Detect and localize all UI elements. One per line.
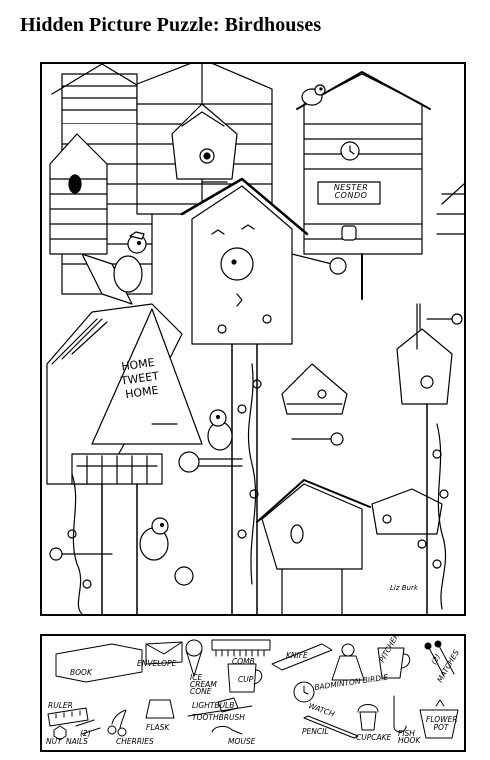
birdhouse-nester-condo	[296, 71, 431, 300]
label-envelope: ENVELOPE	[137, 659, 177, 668]
perches	[49, 313, 463, 586]
label-ruler: RULER	[48, 701, 73, 710]
label-knife: KNIFE	[286, 651, 308, 660]
bird-upper-left	[81, 231, 147, 305]
birdhouse-center-main	[180, 177, 347, 614]
sign-nester-condo: NESTER CONDO	[326, 184, 376, 200]
matches-icon	[427, 643, 455, 677]
cup-icon	[227, 663, 263, 693]
flask-icon	[145, 699, 175, 719]
label-lightbulb: LIGHTBULB	[192, 701, 235, 710]
hidden-items-key: BOOK ENVELOPE ICE CREAM CONE COMB KNIFE …	[40, 634, 466, 752]
label-book: BOOK	[70, 668, 92, 677]
label-flask: FLASK	[146, 723, 170, 732]
sign-nester-line1: NESTER	[333, 183, 369, 192]
label-matches: (2)	[429, 652, 442, 670]
birdhouse-edge-right	[436, 183, 464, 235]
label-ice-cream-cone-3: CONE	[190, 687, 212, 696]
label-nut: NUT	[46, 737, 62, 746]
label-fish-hook: FISH HOOK	[398, 729, 421, 745]
cherries-icon	[111, 709, 127, 729]
sign-nester-line2: CONDO	[334, 191, 368, 200]
birdhouse-small-top	[171, 103, 238, 183]
label-pencil: PENCIL	[302, 727, 329, 736]
badminton-birdie-icon	[331, 655, 365, 681]
birdhouse-home-tweet-home	[46, 303, 203, 614]
bird-top-right	[301, 84, 326, 106]
fish-hook-icon	[393, 695, 407, 733]
label-cup: CUP	[238, 675, 254, 684]
label-cupcake: CUPCAKE	[356, 733, 392, 742]
bird-center	[207, 409, 233, 451]
envelope-icon	[145, 641, 183, 665]
flowers-and-vines	[67, 314, 449, 614]
birdhouse-bottom-middle	[256, 479, 371, 614]
label-nut-count: (2)	[80, 729, 91, 738]
birdhouse-right-bottom	[371, 403, 443, 614]
label-ice-cream-cone-1: ICE	[190, 673, 203, 682]
label-flower-pot-2: POT	[433, 723, 449, 732]
label-flower-pot: FLOWER POT	[426, 715, 458, 732]
label-ice-cream-cone: ICE CREAM CONE	[190, 673, 217, 696]
label-comb: COMB	[232, 657, 255, 666]
label-matches-count: (2)	[429, 652, 443, 666]
knife-icon	[271, 643, 333, 671]
label-fish-hook-2: HOOK	[398, 736, 421, 745]
label-toothbrush: TOOTHBRUSH	[192, 713, 245, 722]
nails-icon	[75, 719, 101, 735]
nut-icon	[53, 725, 67, 741]
sign-home-tweet-home: HOME TWEET HOME	[107, 354, 172, 404]
label-nails: NAILS	[66, 737, 88, 746]
cupcake-icon	[357, 704, 379, 731]
label-ice-cream-cone-2: CREAM	[190, 680, 217, 689]
label-fish-hook-1: FISH	[398, 729, 415, 738]
mouse-icon	[211, 725, 243, 735]
toothbrush-icon	[187, 705, 253, 717]
pitcher-icon	[377, 647, 411, 679]
artist-signature: Liz Burk	[390, 584, 418, 592]
book-icon	[55, 643, 143, 683]
birdhouse-center-right	[281, 363, 348, 415]
birdhouse-right-hanging	[396, 303, 453, 405]
birdhouse-left-small	[49, 133, 108, 255]
pencil-icon	[303, 715, 359, 739]
puzzle-scene[interactable]: NESTER CONDO HOME TWEET HOME Liz Burk	[40, 62, 466, 616]
bird-bottom-left	[139, 517, 169, 561]
label-flower-pot-1: FLOWER	[426, 715, 458, 724]
ruler-icon	[47, 707, 89, 727]
page-title: Hidden Picture Puzzle: Birdhouses	[20, 14, 322, 36]
flower-pot-icon	[419, 709, 459, 739]
ice-cream-cone-icon	[185, 639, 203, 657]
label-cherries: CHERRIES	[116, 737, 154, 746]
label-mouse: MOUSE	[228, 737, 256, 746]
comb-icon	[211, 639, 271, 657]
